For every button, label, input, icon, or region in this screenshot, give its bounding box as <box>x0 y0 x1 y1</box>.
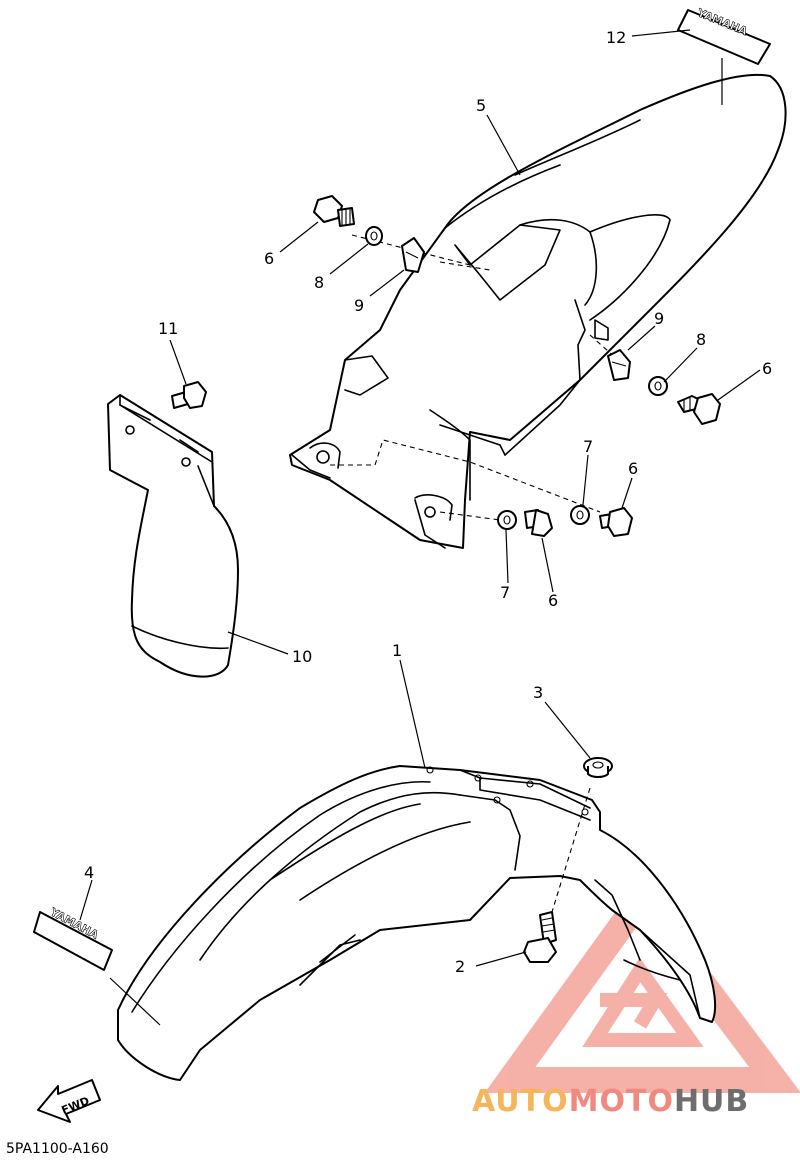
callout-9-a: 9 <box>354 296 364 315</box>
bolt-part-6-a <box>313 195 355 227</box>
callout-7-a: 7 <box>583 437 593 456</box>
watermark-moto: MOTO <box>569 1084 674 1119</box>
collar-part-7-b <box>497 510 517 530</box>
callout-labels: 12 5 6 8 9 9 8 6 11 7 6 7 6 10 1 3 4 2 <box>84 28 772 976</box>
bolt-part-6-c <box>599 507 633 537</box>
callout-8-a: 8 <box>314 273 324 292</box>
watermark-auto: AUTO <box>472 1084 569 1119</box>
callout-12: 12 <box>606 28 626 47</box>
front-fender-part-1: YAMAHA <box>33 765 717 1081</box>
callout-10: 10 <box>292 647 312 666</box>
screw-part-11 <box>171 381 207 409</box>
diagram-code: 5PA1100-A160 <box>6 1141 109 1157</box>
collar-part-7-a <box>570 505 590 525</box>
collar-part-8-a <box>365 226 383 246</box>
callout-9-b: 9 <box>654 309 664 328</box>
fwd-arrow-icon: FWD <box>37 1079 101 1123</box>
leader-lines <box>79 29 761 1026</box>
callout-4: 4 <box>84 863 94 882</box>
yamaha-decal-part-4: YAMAHA <box>33 905 113 971</box>
nut-part-9-a <box>401 237 425 273</box>
flap-part-10 <box>107 394 239 678</box>
callout-6-b: 6 <box>762 359 772 378</box>
collar-part-8-b <box>648 376 668 396</box>
watermark-text: AUTOMOTOHUB <box>472 1084 749 1119</box>
rear-fender-part-5: YAMAHA <box>289 6 787 549</box>
bolt-part-6-d <box>524 509 553 537</box>
callout-1: 1 <box>392 641 402 660</box>
callout-11: 11 <box>158 319 178 338</box>
nut-part-9-b <box>607 349 631 381</box>
yamaha-decal-part-12: YAMAHA <box>677 6 771 65</box>
callout-6-d: 6 <box>548 591 558 610</box>
callout-3: 3 <box>533 683 543 702</box>
callout-2: 2 <box>455 957 465 976</box>
callout-6-c: 6 <box>628 459 638 478</box>
bolt-part-2 <box>523 911 557 963</box>
svg-text:AUTOMOTOHUB: AUTOMOTOHUB <box>472 1084 749 1119</box>
grommet-part-3 <box>583 757 613 778</box>
callout-6-a: 6 <box>264 249 274 268</box>
bolt-part-6-b <box>677 393 721 425</box>
callout-8-b: 8 <box>696 330 706 349</box>
callout-5: 5 <box>476 96 486 115</box>
watermark-hub: HUB <box>674 1084 749 1119</box>
callout-7-b: 7 <box>500 583 510 602</box>
